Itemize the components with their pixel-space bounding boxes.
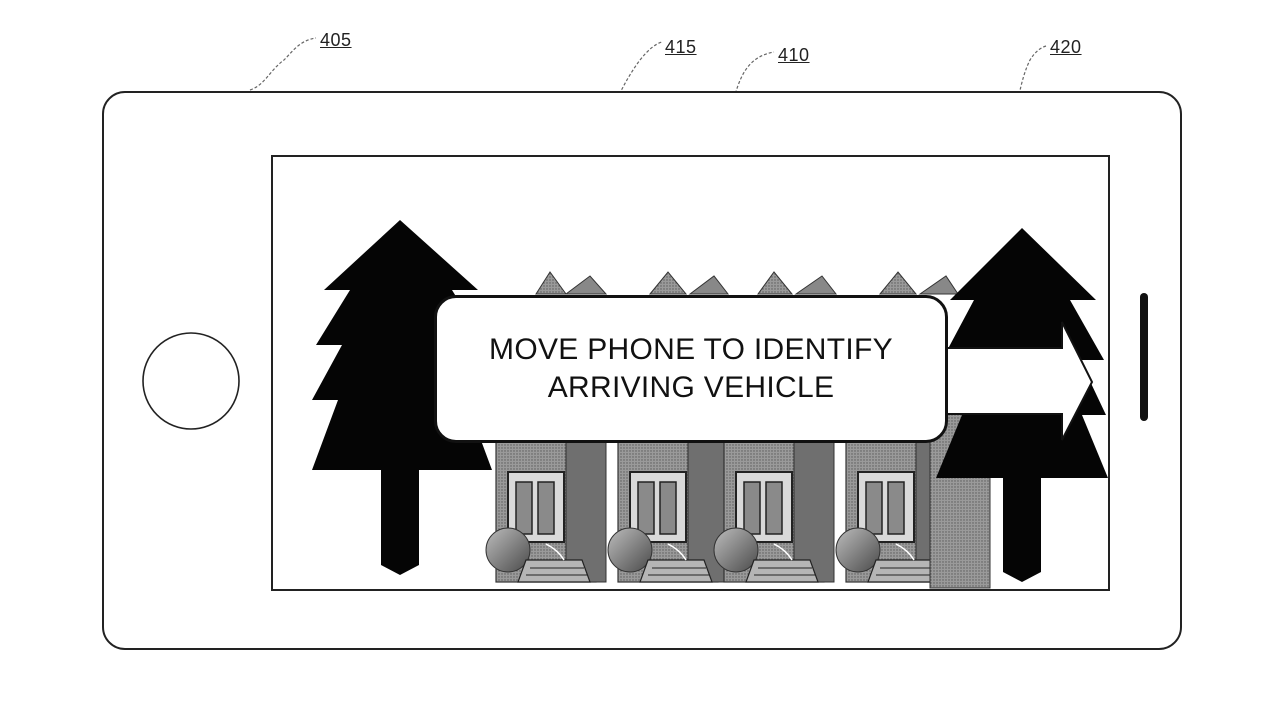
ref-label-device: 405 <box>320 30 352 50</box>
direction-arrow-icon <box>945 321 1094 441</box>
side-button-icon <box>1140 293 1148 421</box>
roof-icon <box>878 271 918 295</box>
ref-label-message: 415 <box>665 37 697 57</box>
leader-line-420 <box>989 45 1047 263</box>
message-line-2: ARRIVING VEHICLE <box>547 371 835 404</box>
roof-icon <box>757 271 794 295</box>
ref-label-arrow: 420 <box>1050 37 1082 57</box>
roof-icon <box>794 275 838 295</box>
home-button-icon <box>142 332 240 430</box>
message-box: MOVE PHONE TO IDENTIFY ARRIVING VEHICLE <box>434 295 948 443</box>
roof-icon <box>535 271 567 295</box>
message-line-1: MOVE PHONE TO IDENTIFY <box>489 333 893 366</box>
leader-line-405 <box>249 37 317 91</box>
roof-icon <box>564 275 608 295</box>
leader-line-415 <box>509 41 663 297</box>
roof-icon <box>648 271 688 295</box>
ref-label-screen: 410 <box>778 45 810 65</box>
roof-icon <box>918 275 959 295</box>
roof-icon <box>688 275 730 295</box>
